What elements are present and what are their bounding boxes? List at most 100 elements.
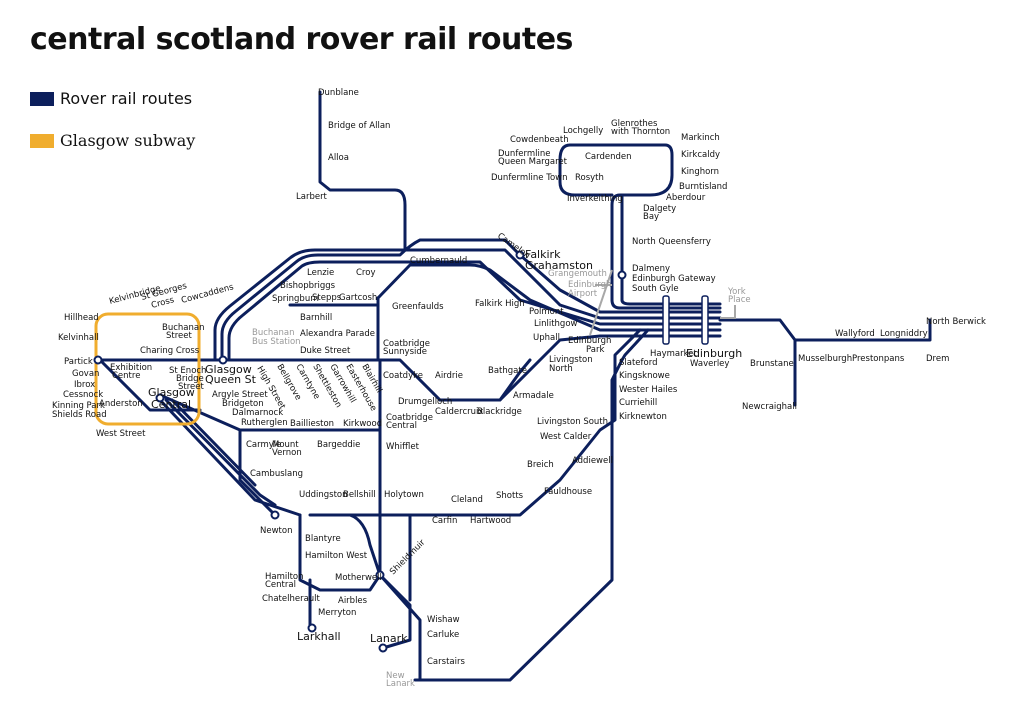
- legend-label-rover: Rover rail routes: [60, 89, 193, 108]
- line-fife-edinburgh: [610, 298, 722, 310]
- station-york-place-1: York: [727, 287, 746, 297]
- station-ibrox: Ibrox: [74, 380, 95, 390]
- haymarket-bar: [662, 295, 670, 345]
- line-fife-dunfermline: [558, 143, 614, 197]
- station-prestonpans: Prestonpans: [852, 354, 905, 364]
- station-airport-2: Airport: [568, 289, 598, 299]
- station-dalgety-2: Bay: [643, 212, 659, 222]
- station-anderston: Anderston: [99, 399, 143, 409]
- station-kelvinhall: Kelvinhall: [58, 333, 99, 343]
- station-holytown: Holytown: [384, 490, 424, 500]
- station-falkirk-high: Falkirk High: [475, 299, 525, 309]
- station-wester-hailes: Wester Hailes: [619, 385, 678, 395]
- station-livingston-north-2: North: [549, 364, 573, 374]
- station-lenzie: Lenzie: [307, 268, 334, 278]
- line-qs-falkirk: [213, 248, 722, 362]
- station-cardenden: Cardenden: [585, 152, 632, 162]
- station-motherwell: Motherwell: [335, 573, 382, 583]
- line-fife-edinburgh-2: [620, 298, 722, 306]
- station-glenrothes-2: with Thornton: [611, 127, 670, 137]
- station-wishaw: Wishaw: [427, 615, 460, 625]
- station-aberdour: Aberdour: [666, 193, 706, 203]
- station-cowcaddens: Cowcaddens: [180, 282, 235, 306]
- station-lanark: Lanark: [370, 632, 408, 645]
- station-buchanan-bus-2: Bus Station: [252, 337, 301, 347]
- station-markinch: Markinch: [681, 133, 720, 143]
- station-st-enoch: St Enoch: [169, 366, 206, 376]
- line-central-newton: [158, 398, 302, 517]
- station-buchanan-street-1: Buchanan: [162, 323, 204, 333]
- station-blackridge: Blackridge: [477, 407, 522, 417]
- station-waverley-1: Edinburgh: [686, 347, 742, 360]
- line-qs-croy: [227, 260, 722, 362]
- legend-swatch-subway: [30, 133, 54, 148]
- station-bellshill: Bellshill: [343, 490, 376, 500]
- larkhall-marker: [307, 623, 317, 633]
- station-shieldmuir: Shieldmuir: [388, 537, 428, 577]
- station-linlithgow: Linlithgow: [534, 319, 578, 329]
- station-stepps: Stepps: [312, 293, 342, 303]
- subway-circle: [94, 312, 201, 426]
- station-argyle-street: Argyle Street: [212, 390, 268, 400]
- lanark-marker: [378, 643, 388, 653]
- line-carstairs: [413, 328, 650, 682]
- station-airdrie: Airdrie: [435, 371, 463, 381]
- station-dalgety-1: Dalgety: [643, 204, 676, 214]
- station-newcraighall: Newcraighall: [742, 402, 797, 412]
- station-buchanan-bus-1: Buchanan: [252, 328, 294, 338]
- station-exhibition-1: Exhibition: [110, 363, 152, 373]
- line-fife-circle: [568, 143, 674, 302]
- station-bridge-of-allan: Bridge of Allan: [328, 121, 390, 131]
- line-hamilton: [298, 513, 382, 592]
- motherwell-marker: [375, 570, 385, 580]
- queen-st-marker: [218, 355, 228, 365]
- station-greenfaulds: Greenfaulds: [392, 302, 444, 312]
- station-shields-road: Shields Road: [52, 410, 107, 420]
- station-brunstane: Brunstane: [750, 359, 794, 369]
- station-glasgow-qs-2: Queen St: [205, 373, 257, 386]
- line-motherwell-lanark: [378, 358, 422, 682]
- station-bishopbriggs: Bishopbriggs: [280, 281, 336, 291]
- station-bargeddie: Bargeddie: [317, 440, 360, 450]
- station-alexandra-parade: Alexandra Parade: [300, 329, 375, 339]
- station-duke-street: Duke Street: [300, 346, 351, 356]
- station-bridge-street-2: Street: [178, 382, 204, 392]
- line-bathgate: [438, 358, 532, 402]
- station-glenrothes-1: Glenrothes: [611, 119, 658, 129]
- station-musselburgh: Musselburgh: [798, 354, 852, 364]
- station-whifflet: Whifflet: [386, 442, 420, 452]
- line-qs-grahamston: [220, 238, 722, 362]
- station-cessnock: Cessnock: [63, 390, 103, 400]
- interchanges: [93, 250, 627, 653]
- station-glasgow-central-2: Central: [151, 398, 191, 411]
- station-uphall: Uphall: [533, 333, 560, 343]
- map-title: central scotland rover rail routes: [30, 22, 573, 57]
- station-lochgelly: Lochgelly: [563, 126, 603, 136]
- station-croy: Croy: [356, 268, 375, 278]
- station-airport-1: Edinburgh: [568, 280, 611, 290]
- line-cumbernauld: [376, 263, 722, 332]
- station-cambuslang: Cambuslang: [250, 469, 303, 479]
- station-partick: Partick: [64, 357, 93, 367]
- station-kirkwood: Kirkwood: [343, 419, 382, 429]
- station-cleland: Cleland: [451, 495, 483, 505]
- station-curriehill: Curriehill: [619, 398, 657, 408]
- station-haymarket: Haymarket: [650, 349, 697, 359]
- station-charing-cross: Charing Cross: [140, 346, 200, 356]
- line-york-place: [720, 305, 736, 319]
- station-hartwood: Hartwood: [470, 516, 511, 526]
- station-waverley-2: Waverley: [690, 359, 729, 369]
- station-drem: Drem: [926, 354, 949, 364]
- station-falkirk: Falkirk: [525, 248, 561, 261]
- station-carmyle: Carmyle: [246, 440, 281, 450]
- station-govan: Govan: [72, 369, 99, 379]
- legend-item-rover: Rover rail routes: [30, 89, 192, 108]
- legend-swatch-rover: [30, 91, 54, 106]
- station-bridge-street-1: Bridge: [176, 374, 204, 384]
- station-north-queensferry: North Queensferry: [632, 237, 711, 247]
- station-kingsknowe: Kingsknowe: [619, 371, 670, 381]
- station-baillieston: Baillieston: [290, 419, 334, 429]
- station-dalmeny: Dalmeny: [632, 264, 670, 274]
- station-springburn: Springburn: [272, 294, 319, 304]
- line-dunblane: [318, 90, 407, 252]
